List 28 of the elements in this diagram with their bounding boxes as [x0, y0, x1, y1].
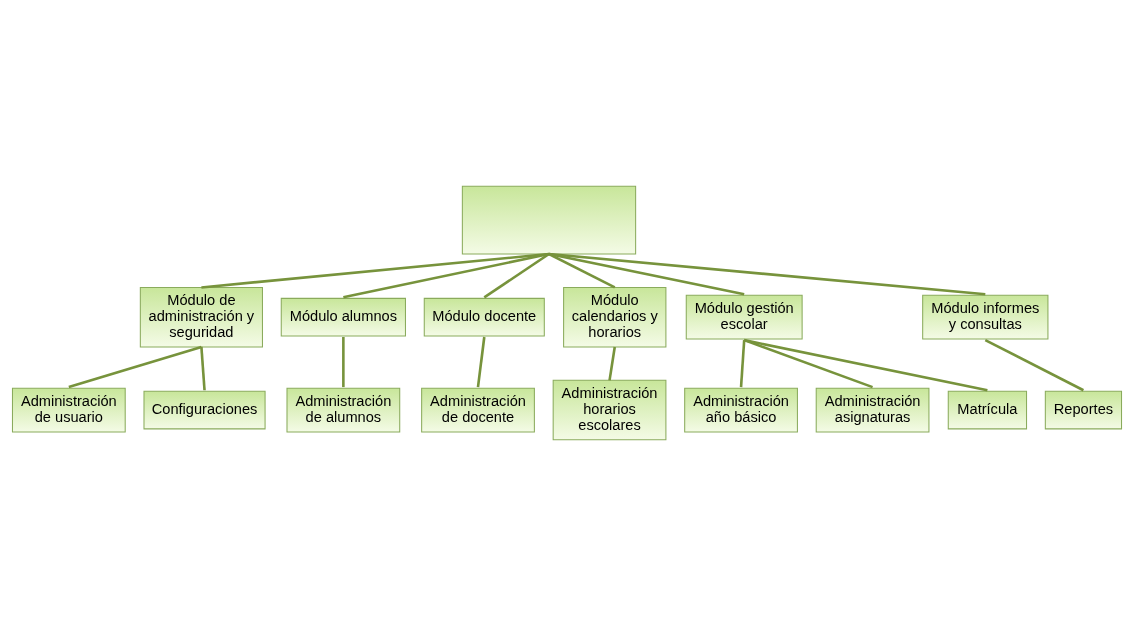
connector: [739, 340, 746, 388]
connector: [548, 252, 745, 296]
node-box: Módulo gestión escolar: [685, 294, 803, 340]
connector: [200, 346, 206, 391]
connector: [342, 337, 345, 388]
connector: [343, 252, 550, 299]
node-box: Módulo docente: [423, 297, 545, 337]
node-box: Reportes: [1044, 390, 1123, 430]
node-box: Administración de alumnos: [286, 387, 401, 433]
node-box: Administración asignaturas: [815, 387, 930, 433]
connector: [483, 252, 550, 299]
connector: [743, 338, 988, 392]
node-box: Módulo calendarios y horarios: [563, 286, 667, 348]
connector: [68, 345, 202, 389]
connector: [984, 338, 1085, 392]
node-box: Módulo de administración y seguridad: [139, 286, 263, 348]
node-box: Administración de docente: [421, 387, 535, 433]
connector: [608, 346, 617, 381]
node-box: Módulo alumnos: [280, 297, 406, 337]
node-box: Administración año básico: [684, 387, 798, 433]
connector: [476, 336, 486, 388]
node-box: Administración horarios escolares: [552, 379, 667, 441]
connector: [548, 252, 616, 289]
node-box: [461, 185, 637, 255]
node-box: Configuraciones: [143, 390, 266, 430]
node-box: Módulo informes y consultas: [922, 294, 1049, 340]
node-box: Matrícula: [947, 390, 1028, 430]
node-box: Administración de usuario: [11, 387, 126, 433]
